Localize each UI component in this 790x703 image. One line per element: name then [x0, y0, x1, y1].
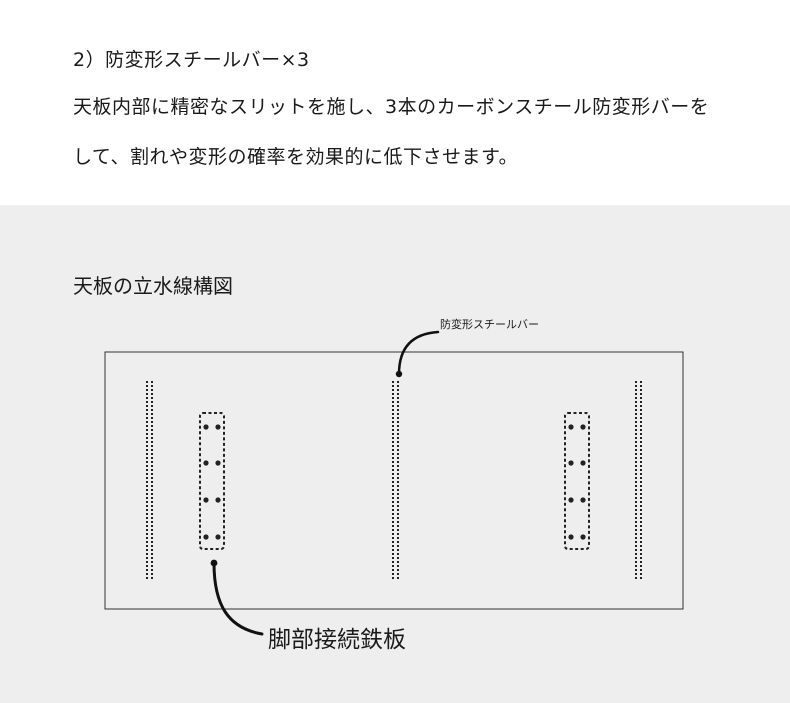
- steel-bar-left: [146, 381, 153, 581]
- bar-leader-line: [395, 330, 440, 378]
- steel-bar-label: 防変形スチールバー: [440, 318, 539, 331]
- text-section: 2）防変形スチールバー×3 天板内部に精密なスリットを施し、3本のカーボンスチー…: [0, 0, 790, 205]
- steel-bar-center: [392, 381, 399, 581]
- section-heading: 2）防変形スチールバー×3: [73, 49, 310, 71]
- plate-screw-holes: [203, 424, 221, 540]
- plate-screw-holes: [568, 424, 586, 540]
- steel-bar-right: [635, 381, 642, 581]
- leg-plate-label: 脚部接続鉄板: [268, 627, 406, 653]
- paragraph-line-1: 天板内部に精密なスリットを施し、3本のカーボンスチール防変形バーを: [73, 96, 710, 118]
- leg-plate-right: [564, 412, 590, 550]
- leg-plate-left: [199, 412, 225, 550]
- diagram-title: 天板の立水線構図: [73, 274, 233, 298]
- paragraph-line-2: して、割れや変形の確率を効果的に低下させます。: [73, 146, 519, 168]
- plate-leader-line: [210, 559, 264, 636]
